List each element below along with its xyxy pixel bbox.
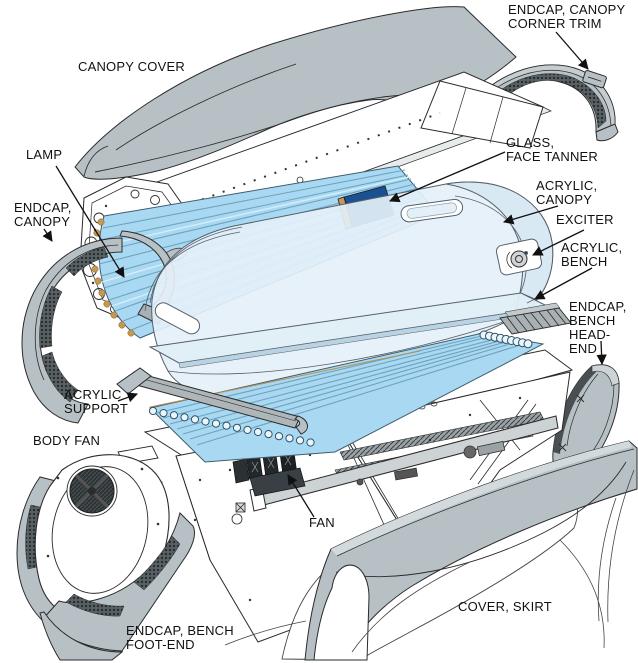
canopy-left-cutout — [154, 302, 201, 335]
label-endcap-canopy: ENDCAP, CANOPY — [14, 200, 72, 229]
endcap-bench-foot-part — [39, 512, 196, 661]
label-exciter: EXCITER — [556, 212, 614, 227]
acrylic-bench-part — [148, 292, 551, 369]
leader-endcap-canopy — [42, 228, 53, 242]
label-endcap-bench-foot-end: ENDCAP, BENCH FOOT-END — [126, 623, 234, 652]
bench-head-vent-part — [499, 302, 572, 335]
label-lamp: LAMP — [26, 147, 63, 162]
body-fan-part — [34, 445, 170, 620]
endcap-canopy-corner-trim-part — [582, 70, 607, 89]
label-cover-skirt: COVER, SKIRT — [458, 599, 552, 614]
leader-acrylic-canopy — [503, 205, 559, 225]
leader-fan — [287, 474, 315, 518]
leader-glass — [389, 151, 506, 203]
leader-lines — [42, 31, 607, 518]
canopy-cover-part — [74, 6, 517, 180]
label-endcap-canopy-corner-trim: ENDCAP, CANOPY CORNER TRIM — [508, 2, 626, 31]
endcap-canopy-right-part — [473, 64, 619, 142]
bench-lamp-ends-head — [479, 330, 533, 349]
acrylic-support-part — [116, 367, 308, 435]
cover-skirt-part — [224, 440, 638, 661]
leader-acrylic-bench — [534, 267, 593, 300]
leader-exciter — [532, 229, 585, 256]
label-acrylic-canopy: ACRYLIC, CANOPY — [536, 178, 598, 207]
canopy-handle-cutout — [400, 198, 464, 223]
drive-parts — [356, 440, 506, 486]
label-canopy-cover: CANOPY COVER — [78, 59, 185, 74]
label-endcap-bench-head-end: ENDCAP, BENCH HEAD-END — [569, 299, 627, 356]
leader-corner-trim — [555, 31, 589, 70]
label-glass-face-tanner: GLASS, FACE TANNER — [506, 135, 599, 164]
leader-endcap-head — [596, 340, 607, 366]
leader-lamp — [55, 165, 125, 278]
leader-acrylic-support — [117, 392, 138, 403]
label-body-fan: BODY FAN — [33, 433, 101, 448]
label-acrylic-support: ACRYLIC SUPPORT — [64, 387, 129, 416]
exciter-part — [495, 238, 543, 276]
label-fan: FAN — [309, 515, 335, 530]
bench-lamps-part — [148, 330, 545, 463]
label-acrylic-bench: ACRYLIC, BENCH — [561, 240, 623, 269]
bench-lamp-ends-foot — [148, 406, 315, 447]
